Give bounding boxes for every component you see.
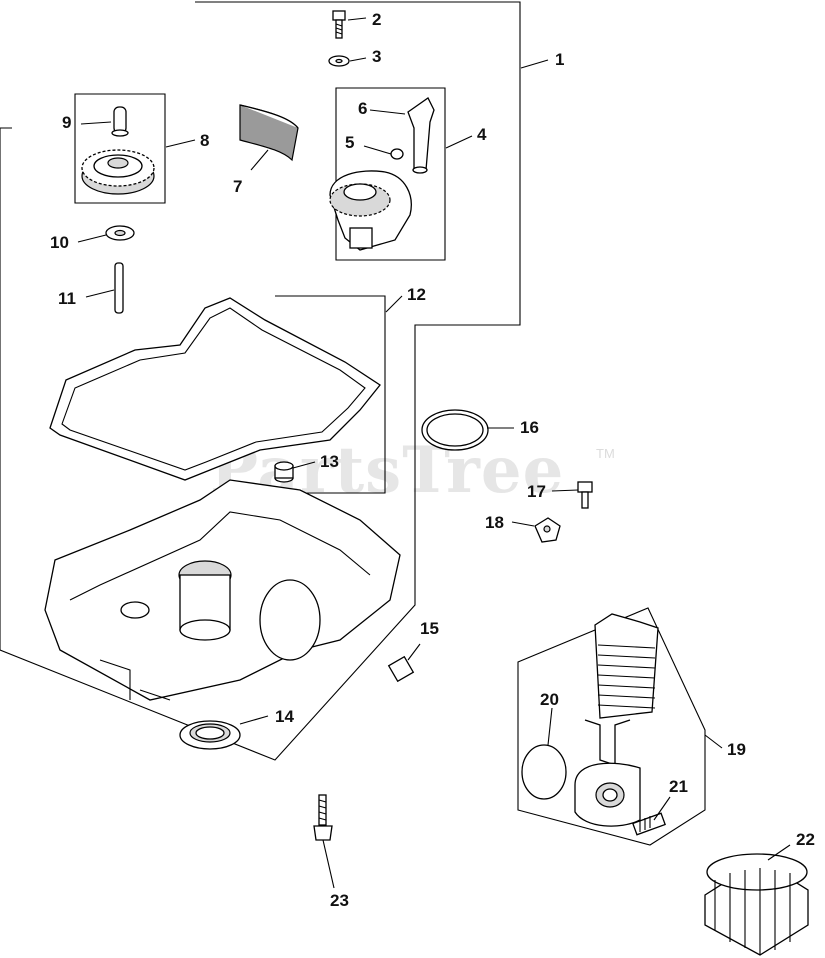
- callout-7: 7: [233, 177, 242, 196]
- part-2-bolt: [332, 10, 346, 39]
- part-20-oring: [521, 744, 567, 800]
- part-13-dowel: [274, 461, 294, 483]
- part-16-oring: [421, 409, 489, 451]
- callout-10: 10: [50, 233, 69, 252]
- callout-15: 15: [420, 619, 439, 638]
- part-10-washer: [105, 225, 135, 241]
- part-21-fitting: [632, 812, 666, 836]
- callout-18: 18: [485, 513, 504, 532]
- part-22-oil-filter: [704, 853, 809, 956]
- callout-6: 6: [358, 99, 367, 118]
- part-19-oil-cooler: [574, 613, 659, 827]
- callout-3: 3: [372, 47, 381, 66]
- part-5-oring: [390, 148, 404, 160]
- watermark-trademark: TM: [596, 446, 615, 461]
- part-14-seal: [179, 720, 241, 750]
- part-23-bolt: [313, 794, 333, 841]
- part-11-rod: [114, 262, 124, 314]
- leader-lines: [77, 17, 791, 889]
- callout-13: 13: [320, 452, 339, 471]
- part-4-oil-pump: [329, 170, 412, 251]
- callout-23: 23: [330, 891, 349, 910]
- callout-14: 14: [275, 707, 294, 726]
- part-18-nut: [534, 517, 561, 543]
- callout-9: 9: [62, 113, 71, 132]
- oil-pan: [44, 479, 401, 701]
- part-9-pin: [111, 106, 129, 137]
- box-part-19: [517, 607, 706, 846]
- callout-21: 21: [669, 777, 688, 796]
- callout-20: 20: [540, 690, 559, 709]
- callout-5: 5: [345, 133, 354, 152]
- box-part-8: [74, 93, 166, 204]
- callout-2: 2: [372, 10, 381, 29]
- part-17-bolt: [577, 481, 593, 509]
- group-boundary-1: [0, 1, 521, 761]
- callout-8: 8: [200, 131, 209, 150]
- callout-16: 16: [520, 418, 539, 437]
- callout-12: 12: [407, 285, 426, 304]
- callout-4: 4: [477, 125, 487, 144]
- part-3-washer: [328, 55, 350, 67]
- part-15-plug: [387, 655, 415, 683]
- callouts: 2 3 1 4 6 5 7 8 9 10 11 12 13 14 15 16 1…: [50, 10, 815, 910]
- part-7-bearing: [239, 104, 299, 162]
- part-12-gasket: [49, 297, 381, 481]
- callout-22: 22: [796, 830, 815, 849]
- part-8-gear: [81, 149, 155, 195]
- callout-17: 17: [527, 482, 546, 501]
- part-6-pickup: [407, 97, 435, 174]
- callout-1: 1: [555, 50, 564, 69]
- callout-11: 11: [58, 289, 76, 308]
- callout-19: 19: [727, 740, 746, 759]
- box-part-12: [275, 295, 386, 494]
- group-boundary-1-left: [0, 127, 12, 650]
